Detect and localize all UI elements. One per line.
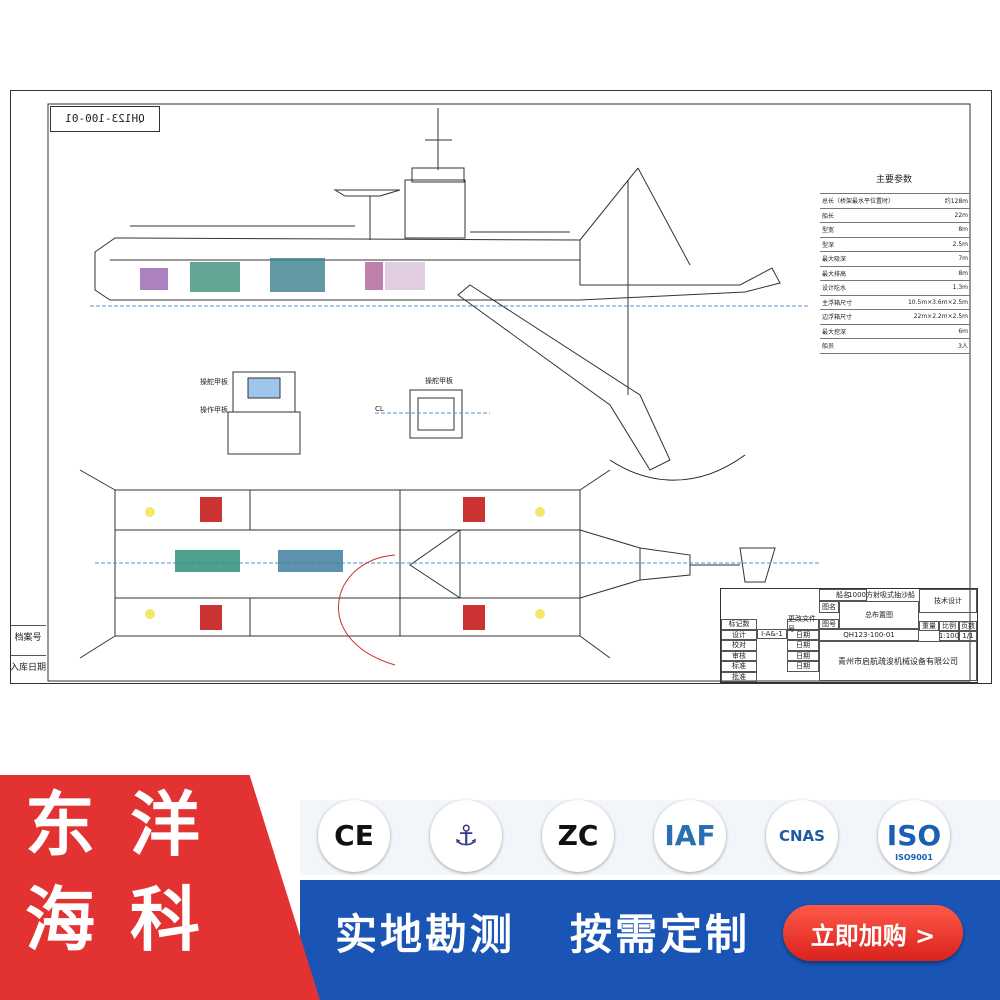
tb-dept: 技术设计 xyxy=(919,589,977,613)
param-name: 边浮箱尺寸 xyxy=(820,309,902,325)
iaf-cert-icon: IAF xyxy=(654,800,726,872)
param-name: 最大挖深 xyxy=(820,323,902,339)
param-name: 型宽 xyxy=(820,222,902,238)
tb-row-label: 标记数 xyxy=(721,619,757,630)
brand-char-1: 东 xyxy=(25,784,95,866)
param-value: 2.5m xyxy=(901,236,970,252)
tb-row-mid: 日期 xyxy=(787,640,819,651)
add-to-cart-button[interactable]: 立即加购 > xyxy=(783,905,963,961)
tb-col-code: 图号 xyxy=(819,619,839,629)
tb-sheet: 1/1 xyxy=(959,631,977,641)
tb-row-label: 校对 xyxy=(721,640,757,651)
param-name: 主浮箱尺寸 xyxy=(820,294,902,310)
param-name: 船员 xyxy=(820,338,902,354)
param-name: 最大吸深 xyxy=(820,251,902,267)
tb-col-ratio: 比例 xyxy=(939,621,959,631)
tb-row-mid: 日期 xyxy=(787,650,819,661)
tb-product: 1000方射吸式抽沙船 xyxy=(848,591,915,599)
zc-cert-icon: ZC xyxy=(542,800,614,872)
ship-drawing xyxy=(47,103,971,682)
tb-scale: 1:100 xyxy=(938,631,960,641)
param-value: 6m xyxy=(901,323,970,339)
slogan-survey: 实地勘测 xyxy=(335,910,516,959)
brand-char-3: 海 xyxy=(25,879,95,961)
brand-char-4: 科 xyxy=(130,879,200,961)
params-row: 总长（桥架最水平位置时）约128m xyxy=(820,193,970,209)
iso-cert-text: ISO xyxy=(886,819,942,852)
tb-col-fig: 图名 xyxy=(819,601,839,613)
tb-row-mid: 更改文件号 xyxy=(787,615,819,633)
iso-cert-subtext: ISO9001 xyxy=(895,853,933,862)
tb-marks: I-A&-1 xyxy=(757,629,787,639)
param-value: 22m×2.2m×2.5m xyxy=(901,309,970,325)
frame-detail-label: 操舵甲板 xyxy=(425,377,453,385)
storage-date-label: 入库日期 xyxy=(10,655,46,673)
tb-row-mid: 日期 xyxy=(787,629,819,640)
control-room-top-label: 操舵甲板 xyxy=(200,378,228,386)
ccs-cert-text: ⚓ xyxy=(453,819,479,852)
param-name: 型深 xyxy=(820,236,902,252)
slogan-custom: 按需定制 xyxy=(570,910,751,959)
tb-drawing-code: QH123-100-01 xyxy=(819,629,919,641)
tb-col-weight: 重量 xyxy=(919,621,939,631)
param-name: 设计吃水 xyxy=(820,280,902,296)
param-value: 3人 xyxy=(901,338,970,354)
ccs-cert-icon: ⚓ xyxy=(430,800,502,872)
param-value: 22m xyxy=(901,207,970,223)
drawing-number-box: QH123-100-01 xyxy=(50,106,160,132)
zc-cert-text: ZC xyxy=(557,819,599,852)
archive-number-label: 档案号 xyxy=(10,625,46,643)
iaf-cert-text: IAF xyxy=(664,819,716,852)
tb-drawing-name: 总布置图 xyxy=(839,601,919,629)
ce-cert-text: CE xyxy=(334,819,374,852)
param-value: 7m xyxy=(901,251,970,267)
tb-row-label: 批准 xyxy=(721,671,757,682)
title-block: 船名 1000方射吸式抽沙船 技术设计 图名 总布置图 图号 QH123-100… xyxy=(720,588,978,683)
tb-row-label: 标准 xyxy=(721,661,757,672)
cnas-cert-text: CNAS xyxy=(779,826,825,845)
brand-char-2: 洋 xyxy=(130,784,200,866)
param-value: 8m xyxy=(901,265,970,281)
tb-row-label: 设计 xyxy=(721,629,757,640)
param-value: 8m xyxy=(901,222,970,238)
tb-company: 青州市启航疏浚机械设备有限公司 xyxy=(819,641,977,681)
cnas-cert-icon: CNAS xyxy=(766,800,838,872)
param-name: 船长 xyxy=(820,207,902,223)
tb-col-pages: 页数 xyxy=(959,621,977,631)
param-value: 10.5m×3.6m×2.5m xyxy=(901,294,970,310)
drawing-sheet xyxy=(10,90,992,684)
param-name: 最大排高 xyxy=(820,265,902,281)
tb-row-mid: 日期 xyxy=(787,661,819,672)
param-value: 约128m xyxy=(901,193,970,209)
params-title: 主要参数 xyxy=(875,175,912,185)
param-name: 总长（桥架最水平位置时） xyxy=(820,193,902,209)
tb-row-label: 审核 xyxy=(721,650,757,661)
ce-cert-icon: CE xyxy=(318,800,390,872)
control-room-bottom-label: 操作甲板 xyxy=(200,406,228,414)
cl-label: CL xyxy=(375,405,384,413)
param-value: 1.3m xyxy=(901,280,970,296)
tb-col-name: 船名 xyxy=(819,589,867,601)
